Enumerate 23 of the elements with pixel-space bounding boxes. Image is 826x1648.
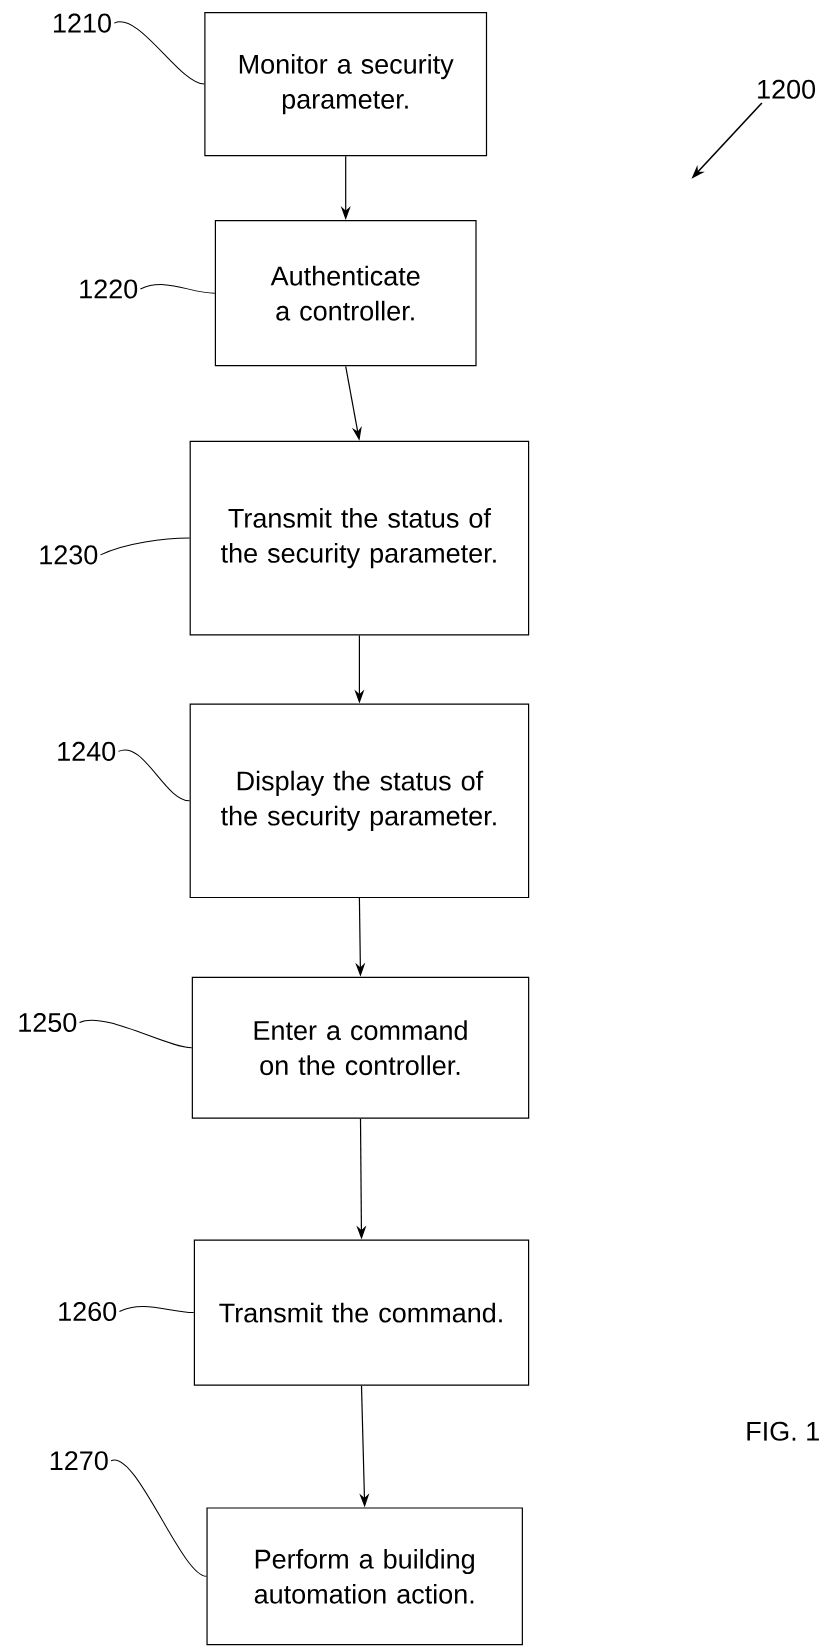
leader-line [79, 1019, 193, 1049]
reference-number: 1240 [58, 741, 116, 761]
process-box: Enter a command on the controller. [191, 976, 530, 1119]
figure-label: FIG. 1 [747, 1421, 819, 1441]
leader-line [100, 537, 191, 556]
reference-number: 1220 [80, 279, 138, 299]
reference-number: 1250 [19, 1012, 77, 1033]
leader-line [139, 284, 216, 294]
leader-line [118, 1305, 195, 1314]
reference-number: 1210 [54, 13, 111, 33]
leader-line [117, 749, 191, 802]
leader-line [110, 1459, 207, 1577]
reference-number: 1260 [59, 1301, 117, 1322]
reference-number: 1230 [40, 545, 98, 565]
reference-number: 1270 [50, 1451, 108, 1471]
reference-number: 1200 [758, 79, 816, 99]
leader-line [113, 21, 205, 85]
process-box: Display the status of the security parameter. [189, 703, 530, 899]
process-box: Monitor a security parameter. [204, 12, 488, 157]
process-box: Perform a building automation action. [206, 1507, 523, 1646]
process-box: Transmit the status of the security parameter. [189, 440, 530, 636]
process-box: Transmit the command. [193, 1239, 530, 1386]
process-box: Authenticate a controller. [214, 220, 477, 367]
